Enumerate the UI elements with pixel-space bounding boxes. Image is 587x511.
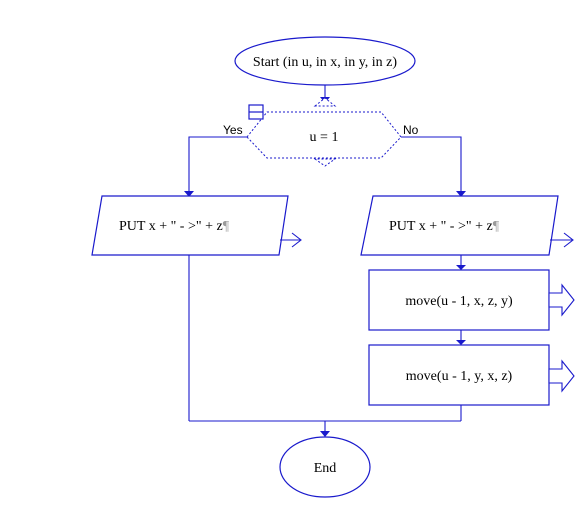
start-label: Start (in u, in x, in y, in z) <box>253 55 397 70</box>
svg-text:PUT x + " - >" + z¶: PUT x + " - >" + z¶ <box>389 219 500 234</box>
decision-condition: u = 1 <box>310 130 339 145</box>
output-arrow-icon <box>550 232 574 248</box>
end-node[interactable]: End <box>279 436 371 498</box>
end-label: End <box>314 461 337 476</box>
call1-to-call2-connector <box>456 330 466 345</box>
yes-put-statement: PUT x + " - >" + z <box>119 219 223 234</box>
call-move-node-2[interactable]: move(u - 1, y, x, z) <box>368 344 550 406</box>
no-put-statement: PUT x + " - >" + z <box>389 219 493 234</box>
hollow-double-right-arrow-icon <box>548 283 575 317</box>
yes-pilcrow: ¶ <box>223 219 230 234</box>
no-pilcrow: ¶ <box>493 219 500 234</box>
call-1-label: move(u - 1, x, z, y) <box>405 294 513 309</box>
call-2-label: move(u - 1, y, x, z) <box>406 369 513 384</box>
merge-connector <box>188 255 462 437</box>
output-arrow-icon <box>280 232 302 248</box>
yes-branch-connector <box>184 136 247 197</box>
svg-text:PUT x + " - >" + z¶: PUT x + " - >" + z¶ <box>119 219 230 234</box>
start-node[interactable]: Start (in u, in x, in y, in z) <box>234 36 416 86</box>
no-label: No <box>403 123 419 137</box>
minus-box-icon[interactable] <box>248 104 264 120</box>
no-branch-connector <box>401 136 466 197</box>
hollow-double-right-arrow-icon <box>548 359 575 393</box>
yes-put-output-node[interactable]: PUT x + " - >" + z¶ <box>91 195 289 256</box>
yes-label: Yes <box>223 123 243 137</box>
call-move-node-1[interactable]: move(u - 1, x, z, y) <box>368 269 550 331</box>
no-put-output-node[interactable]: PUT x + " - >" + z¶ <box>360 195 559 256</box>
decision-node[interactable]: u = 1 <box>246 97 402 167</box>
put-to-call1-connector <box>456 255 466 270</box>
